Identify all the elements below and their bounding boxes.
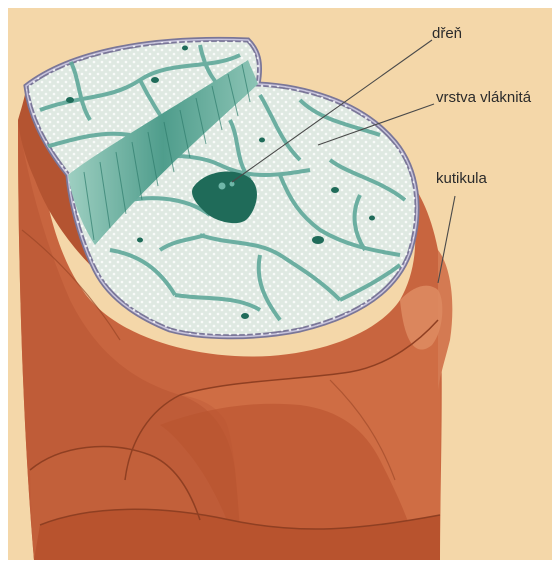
label-fiber-layer: vrstva vláknitá xyxy=(436,89,531,107)
label-cuticle: kutikula xyxy=(436,170,487,188)
label-medulla: dřeň xyxy=(432,25,462,43)
